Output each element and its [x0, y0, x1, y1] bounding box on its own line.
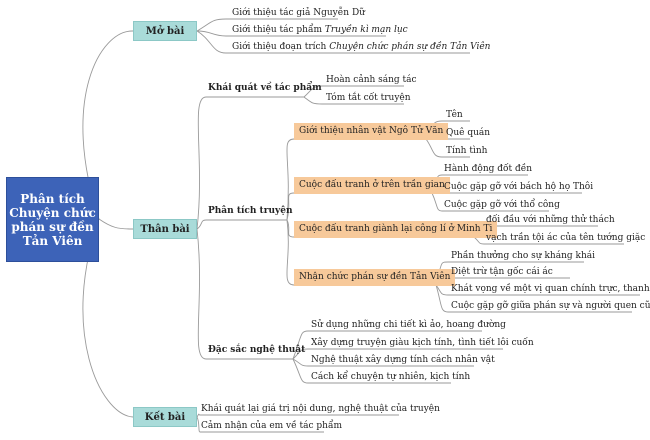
- branch-dac-sac[interactable]: Đặc sắc nghệ thuật: [208, 345, 306, 355]
- leaf-dac-sac-3: Nghệ thuật xây dựng tính cách nhân vật: [311, 355, 495, 365]
- root-node[interactable]: Phân tích Chuyện chức phán sự đền Tản Vi…: [6, 177, 99, 262]
- leaf-khai-quat-1: Hoàn cảnh sáng tác: [326, 75, 417, 85]
- section-ket-bai[interactable]: Kết bài: [133, 407, 197, 427]
- topic-gioi-thieu-nhan-vat[interactable]: Giới thiệu nhân vật Ngô Tử Văn: [294, 123, 449, 140]
- leaf-ket-bai-2: Cảm nhận của em về tác phẩm: [201, 421, 343, 431]
- topic-dau-tranh-minh-ti[interactable]: Cuộc đấu tranh giành lại công lí ở Minh …: [294, 221, 498, 238]
- leaf-topic1-1: Tên: [446, 110, 463, 120]
- leaf-dac-sac-4: Cách kể chuyện tự nhiên, kịch tính: [311, 372, 471, 382]
- section-mo-bai[interactable]: Mở bài: [133, 21, 197, 41]
- topic-nhan-chuc-phan-su[interactable]: Nhận chức phán sự đền Tản Viên: [294, 269, 456, 286]
- leaf-mo-bai-2-title: Truyền kì mạn lục: [324, 25, 408, 35]
- leaf-mo-bai-3-title: Chuyện chức phán sự đền Tản Viên: [329, 42, 491, 52]
- leaf-mo-bai-2: Giới thiệu tác phẩm Truyền kì mạn lục: [232, 25, 408, 35]
- leaf-mo-bai-3: Giới thiệu đoạn trích Chuyện chức phán s…: [232, 42, 491, 52]
- leaf-topic2-2: Cuộc gặp gỡ với bách hộ họ Thôi: [444, 182, 594, 192]
- leaf-ket-bai-1: Khái quát lại giá trị nội dung, nghệ thu…: [201, 404, 440, 414]
- leaf-topic3-1: đối đầu với những thử thách: [486, 215, 615, 225]
- leaf-mo-bai-1: Giới thiệu tác giả Nguyễn Dữ: [232, 8, 365, 18]
- leaf-dac-sac-1: Sử dụng những chi tiết kì ảo, hoang đườn…: [311, 320, 506, 330]
- link-root-mo-bai: [82, 30, 134, 220]
- leaf-topic1-2: Quê quán: [446, 128, 491, 138]
- leaf-topic1-3: Tính tình: [446, 146, 488, 156]
- leaf-topic4-1: Phần thưởng cho sự kháng khái: [451, 251, 595, 261]
- link-root-than-bai: [98, 218, 134, 230]
- section-than-bai[interactable]: Thân bài: [133, 219, 197, 239]
- branch-khai-quat[interactable]: Khái quát về tác phẩm: [208, 83, 322, 93]
- leaf-topic2-1: Hành động đốt đền: [444, 164, 533, 174]
- leaf-topic4-4: Cuộc gặp gỡ giữa phán sự và người quen c…: [451, 301, 650, 311]
- leaf-dac-sac-2: Xây dựng truyện giàu kịch tính, tình tiế…: [311, 338, 534, 348]
- topic-dau-tranh-tran-gian[interactable]: Cuộc đấu tranh ở trên trần gian: [294, 177, 450, 194]
- leaf-topic2-3: Cuộc gặp gỡ với thổ công: [444, 200, 560, 210]
- leaf-topic3-2: vạch trần tội ác của tên tướng giặc: [486, 233, 646, 243]
- leaf-topic4-3: Khát vọng về một vị quan chính trực, tha…: [451, 284, 650, 294]
- leaf-topic4-2: Diệt trừ tận gốc cái ác: [451, 267, 553, 277]
- leaf-khai-quat-2: Tóm tắt cốt truyện: [326, 93, 411, 103]
- branch-phan-tich[interactable]: Phân tích truyện: [208, 206, 293, 216]
